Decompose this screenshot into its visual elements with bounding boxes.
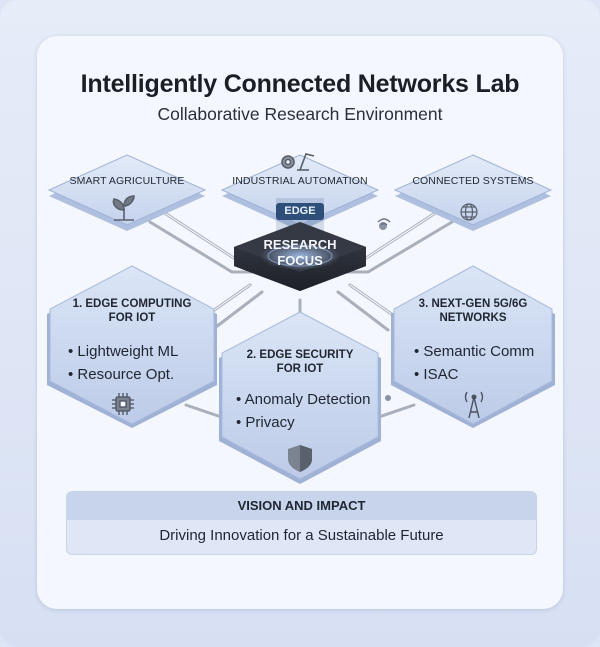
area-title-line: 3. NEXT-GEN 5G/6G [418, 298, 528, 310]
node-connected-systems [393, 154, 553, 231]
bullet-item: Anomaly Detection [236, 388, 371, 411]
trace-node [385, 395, 391, 401]
bullet-item: ISAC [414, 363, 534, 386]
shield-icon [288, 445, 312, 472]
seedling-icon [112, 195, 135, 221]
bullet-item: Lightweight ML [68, 340, 178, 363]
area-title-line: 1. EDGE COMPUTING [72, 298, 192, 310]
wifi-icon [377, 218, 391, 226]
focus-line-1: RESEARCH [263, 237, 337, 252]
vision-heading: VISION AND IMPACT [67, 492, 536, 520]
area-title-line: FOR IOT [108, 312, 156, 324]
area-title-line: NETWORKS [439, 312, 507, 324]
edge-badge: EDGE [276, 203, 324, 220]
globe-network-icon [460, 203, 478, 221]
area-title-line: 2. EDGE SECURITY [246, 349, 354, 361]
area-title-line: FOR IOT [276, 363, 324, 375]
page-title: Intelligently Connected Networks Lab [80, 70, 520, 98]
area-title-next-gen: 3. NEXT-GEN 5G/6G NETWORKS [403, 297, 543, 325]
vision-panel: VISION AND IMPACT Driving Innovation for… [66, 491, 537, 555]
microchip-icon [112, 393, 134, 415]
node-smart-agriculture [47, 154, 207, 231]
label-industrial-automation: INDUSTRIAL AUTOMATION [232, 175, 368, 187]
page-subtitle: Collaborative Research Environment [157, 104, 443, 124]
label-smart-agriculture: SMART AGRICULTURE [69, 175, 185, 187]
bullet-item: Resource Opt. [68, 363, 178, 386]
bullet-item: Semantic Comm [414, 340, 534, 363]
research-focus-node [234, 222, 366, 291]
area-title-edge-computing: 1. EDGE COMPUTING FOR IOT [62, 297, 202, 325]
area-bullets-edge-security: Anomaly Detection Privacy [236, 388, 371, 434]
label-connected-systems: CONNECTED SYSTEMS [412, 175, 534, 187]
research-focus-label: RESEARCH FOCUS [250, 237, 350, 269]
area-title-edge-security: 2. EDGE SECURITY FOR IOT [232, 348, 368, 376]
focus-line-2: FOCUS [277, 253, 323, 268]
bullet-item: Privacy [236, 411, 371, 434]
area-bullets-edge-computing: Lightweight ML Resource Opt. [68, 340, 178, 386]
vision-text: Driving Innovation for a Sustainable Fut… [159, 527, 444, 544]
robot-arm-gear-icon [281, 153, 315, 171]
area-bullets-next-gen: Semantic Comm ISAC [414, 340, 534, 386]
node-industrial-automation [220, 154, 380, 231]
antenna-tower-icon [464, 391, 484, 419]
